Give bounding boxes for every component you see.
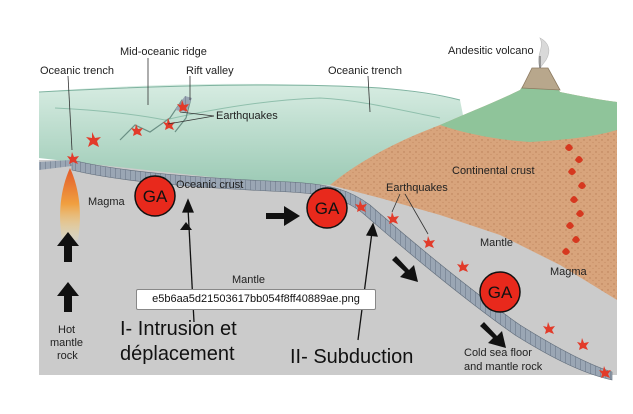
- ocean-water: [39, 83, 470, 185]
- label-earthquakes-mid: Earthquakes: [386, 182, 448, 194]
- label-oceanic-crust: Oceanic crust: [176, 179, 243, 191]
- oceanic-slab-main: [71, 159, 613, 381]
- ga-marker-2-label: GA: [315, 199, 340, 218]
- ga-marker-3-label: GA: [488, 283, 513, 302]
- label-hot-mantle-rock-3: rock: [57, 350, 78, 362]
- arrow-up-lower: [57, 282, 79, 312]
- label-hot-mantle-rock-1: Hot: [58, 324, 75, 336]
- label-mantle-center: Mantle: [232, 274, 265, 286]
- movement-arrows: [57, 206, 506, 348]
- volcano-plume: [538, 37, 550, 69]
- leader-lines: [67, 56, 541, 235]
- label-mid-oceanic-ridge: Mid-oceanic ridge: [120, 46, 207, 58]
- arrow-down-right-1: [392, 256, 418, 282]
- sea-surface: [38, 84, 461, 101]
- ga-marker-2: GA: [306, 187, 348, 229]
- label-hot-mantle-rock-2: mantle: [50, 337, 83, 349]
- arrow-up-upper: [57, 232, 79, 262]
- label-andesitic-volcano: Andesitic volcano: [448, 45, 534, 57]
- caption-subduction: II- Subduction: [290, 346, 413, 368]
- arrow-down-right-2: [480, 322, 506, 348]
- label-magma-left: Magma: [88, 196, 126, 208]
- caption-intrusion-line1: I- Intrusion et: [120, 318, 237, 340]
- label-earthquakes-top: Earthquakes: [216, 110, 278, 122]
- magma-plume: [60, 168, 80, 240]
- label-mantle-right: Mantle: [480, 237, 513, 249]
- oceanic-slab-left: [39, 160, 72, 170]
- label-cold-sea-floor-2: and mantle rock: [464, 361, 543, 373]
- ga-marker-1: GA: [134, 175, 176, 217]
- arrow-right: [266, 206, 300, 226]
- land-vegetation: [440, 72, 617, 142]
- ridge-flank: [54, 97, 441, 121]
- label-rift-valley: Rift valley: [186, 65, 234, 77]
- caption-intrusion-line2: déplacement: [120, 343, 235, 365]
- earthquake-stars: [67, 100, 611, 378]
- ga-marker-3: GA: [479, 271, 521, 313]
- label-oceanic-trench-right: Oceanic trench: [328, 65, 402, 77]
- label-oceanic-trench-left: Oceanic trench: [40, 65, 114, 77]
- label-cold-sea-floor-1: Cold sea floor: [464, 347, 532, 359]
- label-continental-crust: Continental crust: [452, 165, 535, 177]
- magma-drops: [562, 144, 586, 255]
- label-magma-right: Magma: [550, 266, 588, 278]
- filename-tooltip: e5b6aa5d21503617bb054f8ff40889ae.png: [136, 289, 376, 310]
- ga-marker-1-label: GA: [143, 187, 168, 206]
- volcano-cone: [521, 67, 561, 91]
